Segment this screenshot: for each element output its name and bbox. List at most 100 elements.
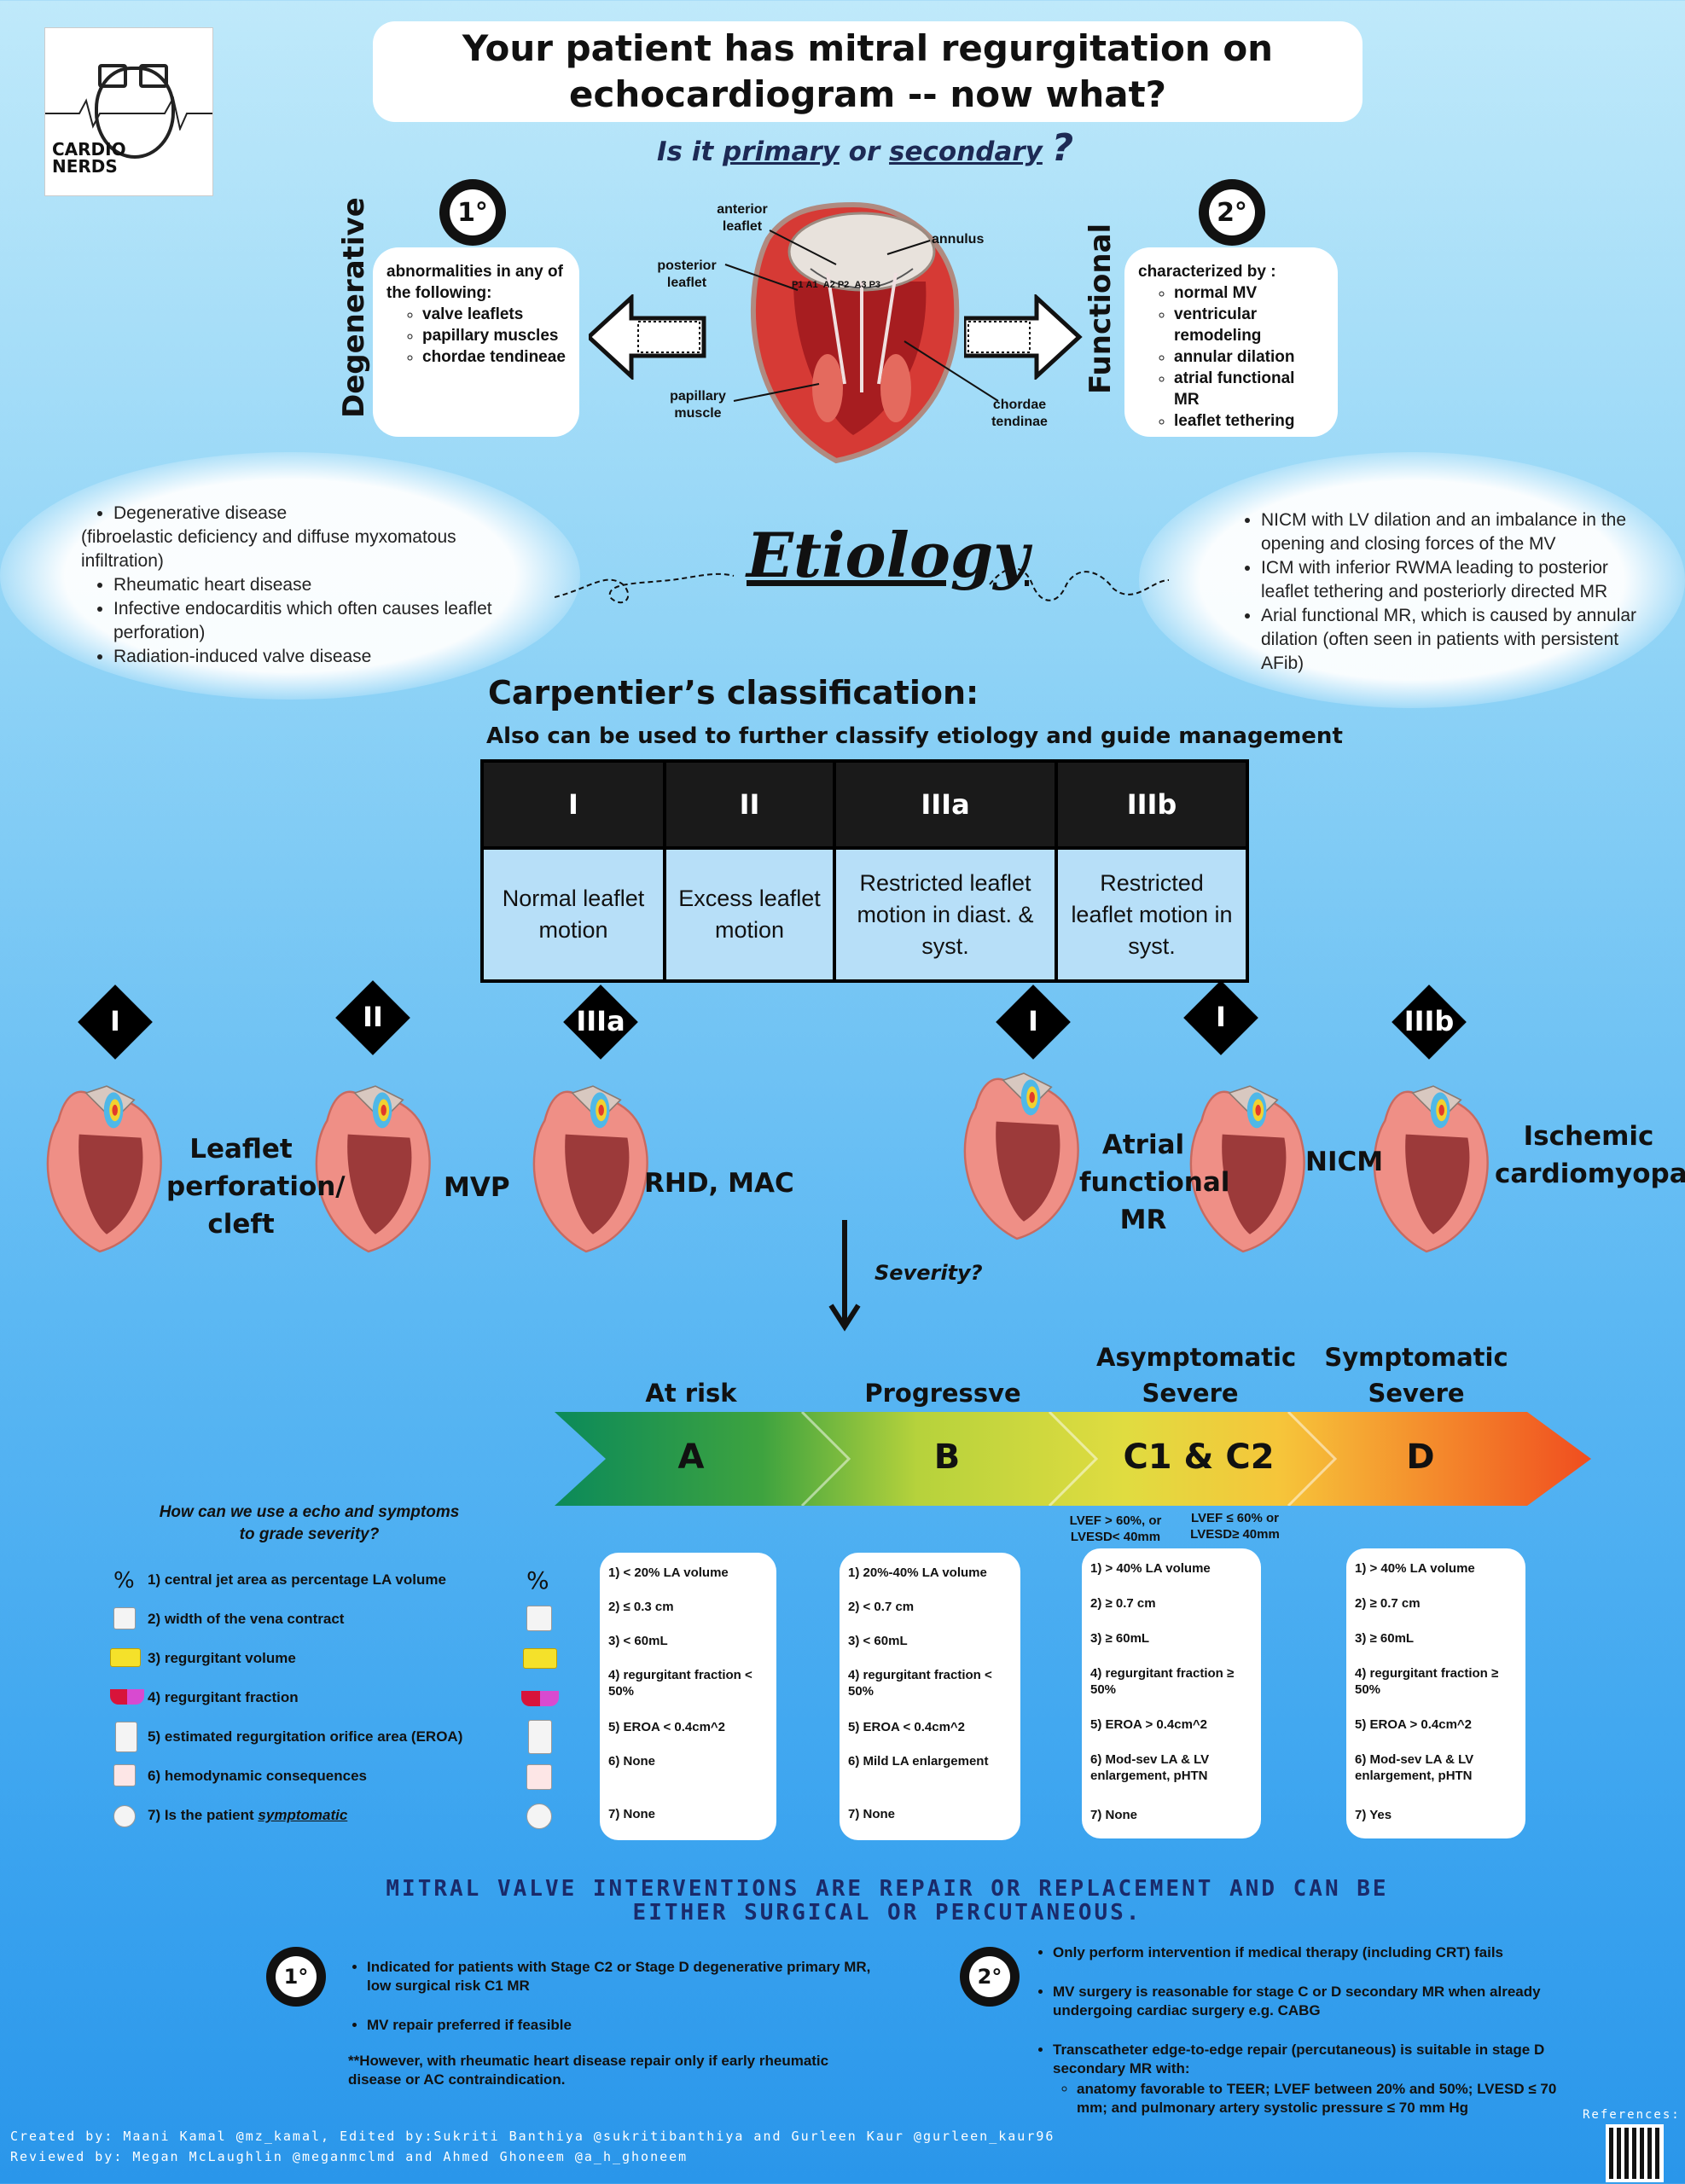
stage-letter: B bbox=[933, 1438, 961, 1477]
heart-illustration bbox=[963, 1072, 1079, 1240]
etiology-title: Etiology bbox=[747, 519, 1030, 591]
criterion: 5) estimated regurgitation orifice area … bbox=[148, 1728, 463, 1745]
secondary-etiology-list: NICM with LV dilation and an imbalance i… bbox=[1229, 508, 1642, 676]
glasses-right bbox=[139, 64, 168, 88]
percent-icon: % bbox=[113, 1568, 135, 1594]
example-label: Atrial functional MR bbox=[1079, 1130, 1230, 1235]
vena-contracta-icon bbox=[113, 1607, 136, 1629]
references-label: References: bbox=[1583, 2108, 1681, 2122]
right-arrow-icon bbox=[964, 294, 1083, 380]
stage-header: Progressve bbox=[864, 1379, 1021, 1408]
primary-badge: 1° bbox=[439, 179, 506, 246]
glasses-left bbox=[98, 64, 127, 88]
patient-icon bbox=[526, 1804, 552, 1829]
carpentier-cell: Restricted leaflet motion in syst. bbox=[1055, 846, 1249, 983]
anterior-leaflet-label: anterior leaflet bbox=[717, 202, 768, 234]
carpentier-header: II bbox=[663, 759, 836, 850]
grading-question: How can we use a echo and symptoms to gr… bbox=[159, 1503, 460, 1543]
criterion: 1) central jet area as percentage LA vol… bbox=[148, 1571, 446, 1588]
volume-icon bbox=[110, 1648, 141, 1667]
primary-or-secondary-question: Is it primary or secondary ? bbox=[657, 126, 1074, 170]
criterion: 2) width of the vena contract bbox=[148, 1611, 345, 1627]
class-label: IIIa bbox=[576, 1005, 625, 1037]
eroa-icon bbox=[115, 1722, 137, 1752]
stage-header: Asymptomatic Severe bbox=[1096, 1343, 1297, 1408]
stage-d-card: 1) > 40% LA volume 2) ≥ 0.7 cm 3) ≥ 60mL… bbox=[1346, 1548, 1525, 1838]
carpentier-table: I II IIIa IIIb Normal leaflet motion Exc… bbox=[480, 759, 1249, 983]
stage-c-card: 1) > 40% LA volume 2) ≥ 0.7 cm 3) ≥ 60mL… bbox=[1082, 1548, 1261, 1838]
class-label: I bbox=[1216, 1001, 1226, 1033]
carpentier-title: Carpentier’s classification: bbox=[488, 674, 979, 712]
etiology-squiggle bbox=[555, 567, 1169, 604]
secondary-interventions: Only perform intervention if medical the… bbox=[1034, 1943, 1563, 2117]
fraction-icon bbox=[110, 1689, 144, 1705]
stage-letter: D bbox=[1406, 1438, 1435, 1477]
secondary-etiology-cloud bbox=[1139, 452, 1685, 708]
criterion: 6) hemodynamic consequences bbox=[148, 1768, 367, 1784]
stage-letter: A bbox=[677, 1438, 705, 1477]
primary-box: abnormalities in any of the following: v… bbox=[373, 247, 579, 437]
heart-anatomy-illustration bbox=[751, 201, 960, 464]
interventions-heading: MITRAL VALVE INTERVENTIONS ARE REPAIR OR… bbox=[386, 1876, 1389, 1926]
class-label: I bbox=[1028, 1005, 1038, 1037]
severity-prompt: Severity? bbox=[874, 1261, 983, 1285]
anatomy-pointer-lines bbox=[724, 229, 999, 402]
chordae-tendinae-label: chordae tendinae bbox=[991, 398, 1048, 429]
c2-note: LVEF ≤ 60% or LVESD≥ 40mm bbox=[1190, 1511, 1280, 1542]
percent-icon: % bbox=[526, 1566, 549, 1594]
volume-icon bbox=[523, 1648, 557, 1669]
heart-icon bbox=[526, 1764, 552, 1790]
stage-letter: C1 & C2 bbox=[1123, 1438, 1275, 1477]
page-title: Your patient has mitral regurgitation on… bbox=[373, 21, 1363, 122]
footer-credits: Created by: Maani Kamal @mz_kamal, Edite… bbox=[10, 2129, 1055, 2164]
class-label: I bbox=[110, 1005, 120, 1037]
left-arrow-icon bbox=[589, 294, 706, 380]
criterion: 3) regurgitant volume bbox=[148, 1650, 296, 1666]
carpentier-header: IIIa bbox=[833, 759, 1058, 850]
stage-b-card: 1) 20%-40% LA volume 2) < 0.7 cm 3) < 60… bbox=[840, 1553, 1020, 1840]
down-arrow-icon bbox=[828, 1220, 861, 1332]
stage-header: At risk bbox=[645, 1379, 737, 1408]
heart-icon bbox=[113, 1764, 136, 1786]
carpentier-header: IIIb bbox=[1055, 759, 1249, 850]
primary-etiology-list: Degenerative disease (fibroelastic defic… bbox=[81, 502, 516, 669]
posterior-leaflet-label: posterior leaflet bbox=[657, 258, 717, 290]
qr-code[interactable] bbox=[1606, 2124, 1664, 2182]
primary-intervention-badge: 1° bbox=[266, 1947, 326, 2007]
ecg-line bbox=[45, 96, 212, 131]
example-label: Ischemic cardiomyopathy bbox=[1495, 1121, 1685, 1189]
carpentier-cell: Normal leaflet motion bbox=[480, 846, 666, 983]
heart-illustration bbox=[315, 1084, 431, 1253]
mascot-face bbox=[95, 67, 175, 159]
secondary-intervention-badge: 2° bbox=[960, 1947, 1020, 2007]
class-label: IIIb bbox=[1403, 1005, 1455, 1037]
criterion: 4) regurgitant fraction bbox=[148, 1689, 299, 1705]
example-label: Leaflet perforation/ cleft bbox=[166, 1134, 346, 1240]
carpentier-subtitle: Also can be used to further classify eti… bbox=[486, 723, 1343, 749]
class-label: II bbox=[363, 1001, 383, 1033]
secondary-box: characterized by : normal MV ventricular… bbox=[1124, 247, 1338, 437]
stage-arrow-bar bbox=[555, 1412, 1591, 1506]
eroa-icon bbox=[528, 1720, 552, 1754]
carpentier-header: I bbox=[480, 759, 666, 850]
carpentier-cell: Restricted leaflet motion in diast. & sy… bbox=[833, 846, 1058, 983]
carpentier-cell: Excess leaflet motion bbox=[663, 846, 836, 983]
c1-note: LVEF > 60%, or LVESD< 40mm bbox=[1069, 1513, 1162, 1544]
example-label: NICM bbox=[1305, 1147, 1384, 1177]
patient-icon bbox=[113, 1805, 136, 1827]
primary-etiology-cloud bbox=[0, 452, 580, 700]
example-label: MVP bbox=[444, 1172, 510, 1203]
annulus-label: annulus bbox=[932, 232, 985, 247]
heart-illustration bbox=[46, 1084, 162, 1253]
fraction-icon bbox=[521, 1691, 559, 1706]
scallop-labels: P1 A1 A2 P2 A3 P3 bbox=[792, 280, 881, 290]
criterion: 7) Is the patient symptomatic bbox=[148, 1807, 348, 1823]
example-label: RHD, MAC bbox=[644, 1168, 794, 1199]
papillary-muscle-label: papillary muscle bbox=[670, 389, 726, 421]
stage-header: Symptomatic Severe bbox=[1324, 1343, 1508, 1408]
stage-a-card: 1) < 20% LA volume 2) ≤ 0.3 cm 3) < 60mL… bbox=[600, 1553, 776, 1840]
primary-interventions: Indicated for patients with Stage C2 or … bbox=[348, 1958, 877, 2089]
secondary-badge: 2° bbox=[1199, 179, 1265, 246]
